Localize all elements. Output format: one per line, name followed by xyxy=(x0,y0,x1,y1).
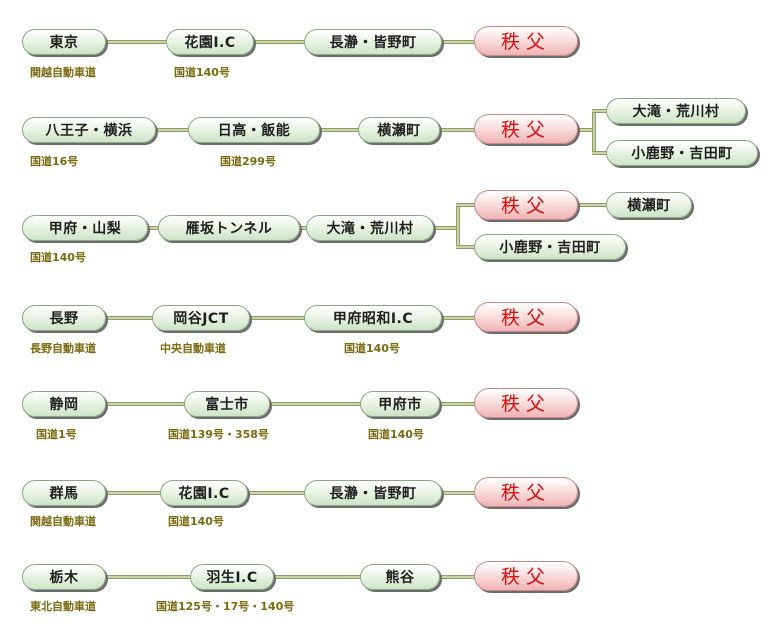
branch-node: 小鹿野・吉田町 xyxy=(606,140,758,166)
route-label: 国道139号・358号 xyxy=(168,428,269,441)
route-label: 国道140号 xyxy=(168,515,224,528)
route-connector xyxy=(100,40,172,44)
destination-node: 秩父 xyxy=(474,114,578,144)
route-label: 関越自動車道 xyxy=(30,66,96,79)
route-node: 甲府・山梨 xyxy=(22,215,148,241)
route-label: 国道140号 xyxy=(174,66,230,79)
route-node: 雁坂トンネル xyxy=(158,215,300,241)
route-connector xyxy=(440,40,476,44)
route-node: 日高・飯能 xyxy=(188,117,320,143)
destination-node: 秩父 xyxy=(474,477,578,507)
branch-node: 小鹿野・吉田町 xyxy=(474,234,626,260)
destination-node: 秩父 xyxy=(474,26,578,56)
route-node: 岡谷JCT xyxy=(152,305,250,331)
route-node: 長瀞・皆野町 xyxy=(304,29,442,55)
route-connector xyxy=(150,128,194,132)
branch-node: 大滝・荒川村 xyxy=(606,98,746,124)
route-node: 花園I.C xyxy=(160,480,248,506)
route-connector xyxy=(104,575,196,579)
branch-connector xyxy=(456,245,476,249)
route-connector xyxy=(266,402,366,406)
route-node: 甲府市 xyxy=(360,391,440,417)
route-connector xyxy=(104,316,156,320)
destination-node: 秩父 xyxy=(474,388,578,418)
branch-connector xyxy=(592,111,596,155)
route-label: 国道125号・17号・140号 xyxy=(156,600,295,613)
route-node: 熊谷 xyxy=(360,564,440,590)
route-connector xyxy=(434,128,476,132)
route-label: 中央自動車道 xyxy=(160,342,226,355)
route-connector xyxy=(436,575,476,579)
branch-connector xyxy=(576,203,610,207)
branch-connector xyxy=(456,203,476,207)
branch-connector xyxy=(576,128,596,132)
destination-node: 秩父 xyxy=(474,561,578,591)
route-connector xyxy=(270,575,366,579)
route-node: 長瀞・皆野町 xyxy=(304,480,442,506)
destination-node: 秩父 xyxy=(474,190,578,220)
route-node: 羽生I.C xyxy=(190,564,274,590)
route-connector xyxy=(246,316,308,320)
route-node: 大滝・荒川村 xyxy=(306,215,434,241)
route-label: 関越自動車道 xyxy=(30,515,96,528)
destination-node: 秩父 xyxy=(474,302,578,332)
branch-connector xyxy=(430,226,460,230)
route-label: 長野自動車道 xyxy=(30,342,96,355)
branch-node: 横瀬町 xyxy=(606,192,692,218)
route-node: 群馬 xyxy=(22,480,106,506)
route-connector xyxy=(314,128,364,132)
route-connector xyxy=(244,491,308,495)
route-label: 国道140号 xyxy=(30,251,86,264)
route-connector xyxy=(440,316,476,320)
route-label: 国道1号 xyxy=(36,428,77,441)
route-node: 富士市 xyxy=(184,391,270,417)
route-node: 栃木 xyxy=(22,564,106,590)
route-label: 国道140号 xyxy=(344,342,400,355)
route-label: 国道16号 xyxy=(30,155,79,168)
route-node: 花園I.C xyxy=(166,29,254,55)
route-connector xyxy=(436,402,476,406)
route-connector xyxy=(440,491,476,495)
route-connector xyxy=(248,40,308,44)
branch-connector xyxy=(592,151,612,155)
route-connector xyxy=(104,491,166,495)
route-node: 長野 xyxy=(22,305,106,331)
route-node: 甲府昭和I.C xyxy=(304,305,442,331)
route-connector xyxy=(296,226,310,230)
route-node: 横瀬町 xyxy=(358,117,440,143)
route-node: 東京 xyxy=(22,29,106,55)
route-connector xyxy=(146,226,162,230)
route-label: 国道140号 xyxy=(368,428,424,441)
route-node: 静岡 xyxy=(22,391,106,417)
route-label: 国道299号 xyxy=(220,155,276,168)
branch-connector xyxy=(456,205,460,249)
route-label: 東北自動車道 xyxy=(30,600,96,613)
branch-connector xyxy=(592,109,612,113)
route-node: 八王子・横浜 xyxy=(22,117,156,143)
route-connector xyxy=(104,402,190,406)
